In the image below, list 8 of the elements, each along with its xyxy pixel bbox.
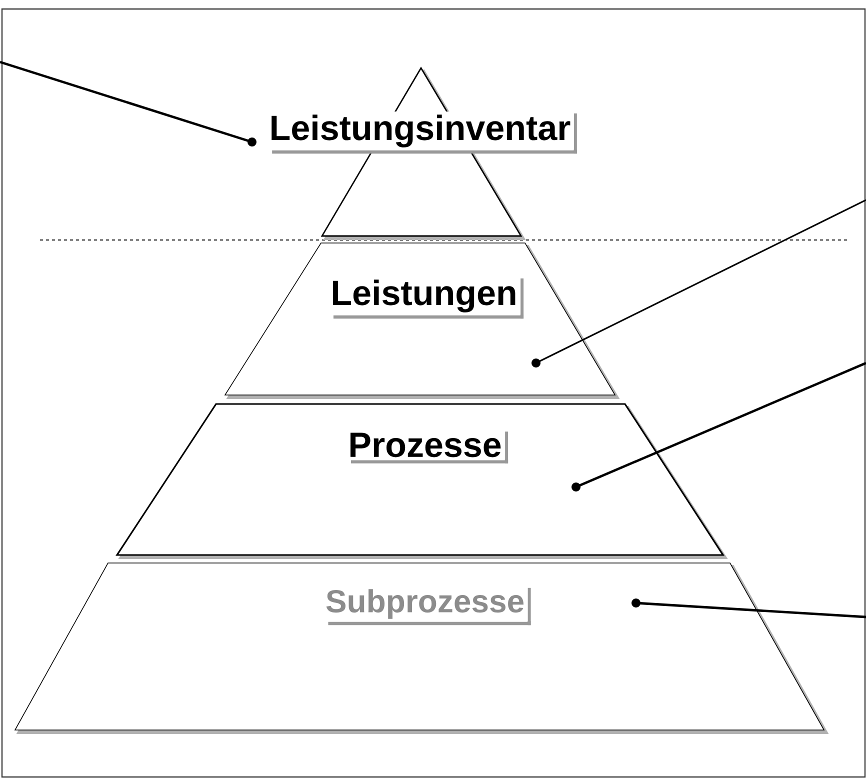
layer-label: Leistungsinventar: [266, 112, 577, 154]
layer-label: Subprozesse: [322, 586, 531, 626]
leader-line: [532, 199, 866, 368]
leader-line: [0, 60, 256, 146]
leader-line: [572, 362, 866, 492]
layer-label: Prozesse: [345, 430, 508, 464]
leader-line: [632, 598, 866, 618]
layer-label: Leistungen: [328, 276, 524, 319]
